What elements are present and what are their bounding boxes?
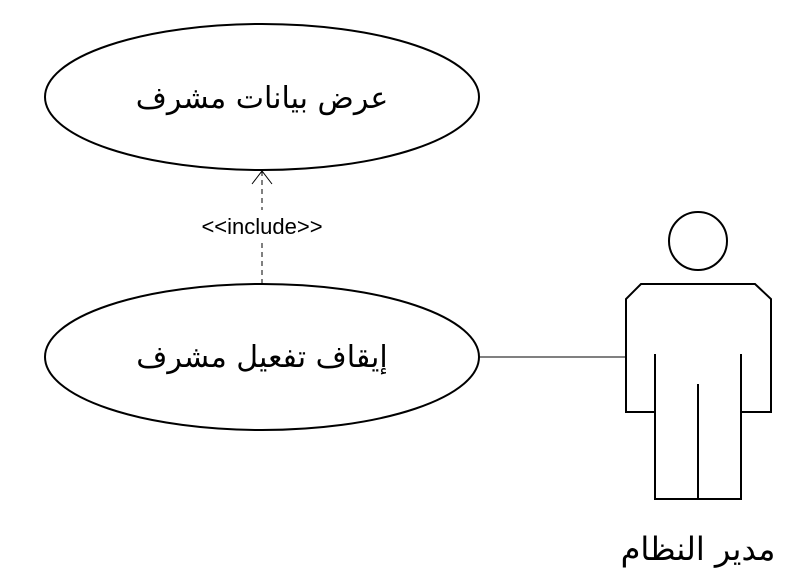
actor-head bbox=[668, 211, 728, 271]
actor-label: مدير النظام bbox=[621, 530, 776, 568]
include-arrowhead-icon bbox=[251, 170, 273, 185]
use-case-view-supervisor-shape bbox=[44, 23, 480, 171]
use-case-deactivate-supervisor-shape bbox=[44, 283, 480, 431]
use-case-deactivate-supervisor-label: إيقاف تفعيل مشرف bbox=[136, 340, 387, 375]
use-case-view-supervisor-label: عرض بيانات مشرف bbox=[136, 81, 389, 116]
include-stereotype-label: <<include>> bbox=[201, 214, 322, 239]
actor-figure-icon[interactable]: مدير النظام bbox=[621, 211, 776, 568]
include-label-background bbox=[180, 210, 344, 242]
use-case-deactivate-supervisor[interactable]: إيقاف تفعيل مشرف bbox=[44, 283, 480, 431]
use-case-view-supervisor[interactable]: عرض بيانات مشرف bbox=[44, 23, 480, 171]
include-relationship: <<include>> bbox=[180, 170, 344, 284]
